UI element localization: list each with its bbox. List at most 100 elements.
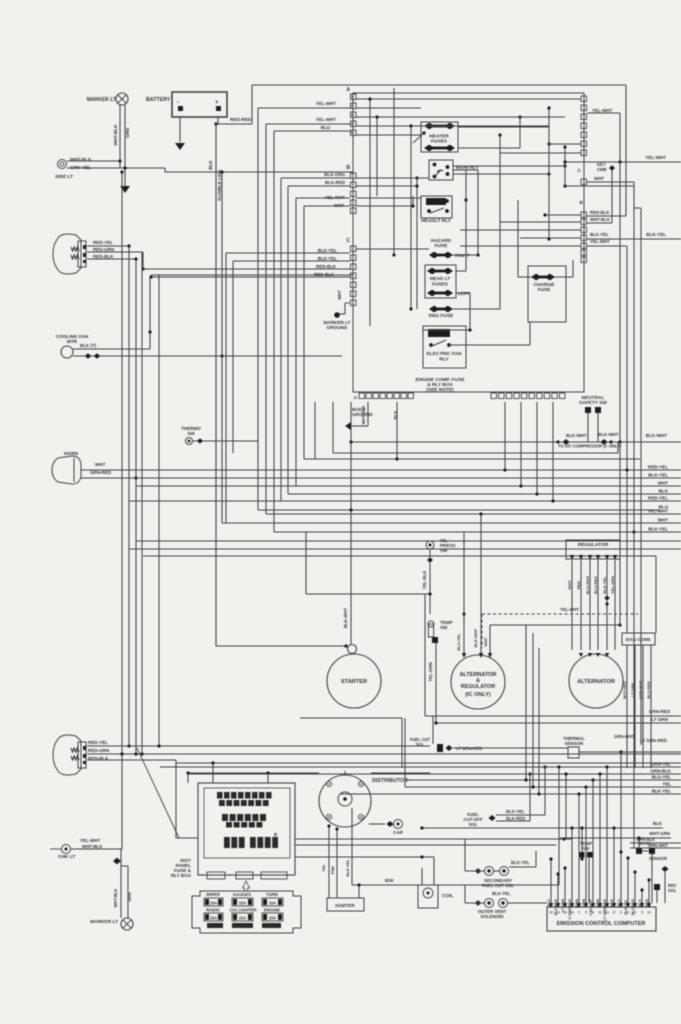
- svg-text:5: 5: [585, 911, 587, 915]
- svg-text:FUSE &: FUSE &: [174, 868, 192, 873]
- svg-text:RED: RED: [645, 899, 649, 907]
- svg-text:MARKER LT: MARKER LT: [87, 97, 117, 103]
- svg-text:WHT: WHT: [95, 462, 106, 467]
- svg-text:A: A: [346, 87, 350, 93]
- svg-text:14: 14: [605, 911, 609, 915]
- svg-text:OUTER VENT: OUTER VENT: [478, 909, 507, 914]
- svg-text:WHT: WHT: [483, 637, 488, 647]
- svg-text:RED: RED: [576, 581, 581, 589]
- svg-text:RED-RED: RED-RED: [230, 117, 252, 122]
- svg-text:B: B: [274, 832, 277, 837]
- svg-text:YEL-WHT: YEL-WHT: [560, 607, 580, 612]
- svg-text:RED: RED: [610, 899, 614, 907]
- svg-text:TO A/C COMPRESSOR (C ONLY): TO A/C COMPRESSOR (C ONLY): [558, 444, 622, 449]
- svg-text:BRN-WHT: BRN-WHT: [649, 843, 669, 848]
- svg-text:RED-BLK: RED-BLK: [590, 210, 610, 215]
- svg-text:BLK-WHT: BLK-WHT: [566, 433, 587, 438]
- svg-text:YEL-WHT: YEL-WHT: [590, 239, 610, 244]
- svg-text:BLK-ORG: BLK-ORG: [324, 172, 345, 177]
- svg-text:YEL-BLK: YEL-BLK: [422, 570, 427, 590]
- svg-text:YEL: YEL: [321, 864, 326, 872]
- svg-text:GRN-BLK: GRN-BLK: [651, 769, 672, 774]
- svg-text:COOLING FAN: COOLING FAN: [56, 334, 89, 339]
- svg-text:BRN: BRN: [596, 899, 600, 907]
- svg-text:BLK-YEL: BLK-YEL: [345, 859, 350, 877]
- svg-text:GRN-WHT: GRN-WHT: [614, 734, 635, 739]
- svg-text:BLK-RED: BLK-RED: [325, 180, 346, 185]
- svg-text:BLK-YEL: BLK-YEL: [646, 232, 666, 237]
- svg-text:BATTERY: BATTERY: [146, 97, 171, 103]
- svg-text:HEATER: HEATER: [429, 134, 449, 140]
- svg-text:YEL-GRN: YEL-GRN: [428, 662, 433, 681]
- svg-text:(IC ONLY): (IC ONLY): [465, 692, 491, 698]
- svg-text:CUT-OFF: CUT-OFF: [463, 817, 483, 822]
- svg-text:&: &: [476, 678, 480, 684]
- svg-text:C GRN-RED: C GRN-RED: [568, 899, 572, 920]
- svg-text:BLU-YEL: BLU-YEL: [652, 775, 672, 780]
- svg-text:BLU: BLU: [321, 125, 330, 130]
- svg-text:B: B: [346, 165, 350, 171]
- svg-text:FUEL: FUEL: [467, 812, 479, 817]
- svg-text:5: 5: [351, 131, 354, 135]
- svg-text:WHT-BLK: WHT-BLK: [70, 157, 92, 162]
- svg-text:YEL-WHT: YEL-WHT: [645, 155, 666, 160]
- svg-text:B: B: [580, 200, 584, 206]
- svg-text:WHT: WHT: [658, 481, 669, 486]
- svg-text:RED-BLK: RED-BLK: [93, 254, 114, 259]
- svg-text:BLU-RED: BLU-RED: [593, 576, 598, 594]
- svg-text:WHT-BLK: WHT-BLK: [590, 217, 611, 222]
- svg-text:TURN: TURN: [266, 892, 278, 897]
- svg-text:EMISSION CONTROL COMPUTER: EMISSION CONTROL COMPUTER: [557, 921, 646, 927]
- svg-text:YEL-WHT: YEL-WHT: [316, 101, 337, 106]
- svg-text:IGNITER: IGNITER: [335, 903, 355, 909]
- svg-text:B/W: B/W: [385, 878, 394, 883]
- svg-text:GRN: GRN: [582, 899, 586, 907]
- svg-text:RED-GRN: RED-GRN: [88, 748, 109, 753]
- svg-text:CAV-WHT: CAV-WHT: [589, 898, 593, 915]
- svg-text:BLK-YEL: BLK-YEL: [648, 527, 668, 532]
- svg-text:YEL-GRN: YEL-GRN: [610, 576, 615, 594]
- svg-text:REGULATOR: REGULATOR: [578, 542, 609, 548]
- svg-text:10: 10: [549, 911, 553, 915]
- svg-text:BLK-YEL: BLK-YEL: [648, 473, 668, 478]
- svg-text:PRESS: PRESS: [440, 543, 455, 548]
- svg-text:GRN: GRN: [125, 128, 130, 138]
- svg-text:ALTERNATOR: ALTERNATOR: [459, 672, 496, 678]
- svg-text:15A: 15A: [239, 901, 247, 906]
- svg-text:PNK: PNK: [330, 866, 335, 874]
- svg-text:13: 13: [556, 911, 560, 915]
- svg-text:FUSES: FUSES: [431, 139, 448, 145]
- svg-text:BLU-WHT: BLU-WHT: [585, 575, 590, 594]
- svg-text:4: 4: [351, 122, 354, 126]
- svg-text:WHT-BLK: WHT-BLK: [113, 889, 118, 908]
- svg-text:GAUGES: GAUGES: [233, 892, 251, 897]
- svg-text:BLK-YEL: BLK-YEL: [624, 898, 628, 914]
- svg-text:& RLY BOX: & RLY BOX: [427, 382, 453, 388]
- svg-text:16: 16: [563, 911, 567, 915]
- svg-text:BRN: BRN: [575, 899, 579, 907]
- svg-text:LT GRN-RED: LT GRN-RED: [603, 899, 607, 921]
- svg-text:RLY: RLY: [439, 357, 449, 363]
- svg-text:BODY: BODY: [352, 407, 366, 412]
- svg-text:BLK-WHT: BLK-WHT: [473, 628, 478, 647]
- svg-text:ENGINE: ENGINE: [264, 908, 280, 913]
- svg-text:15A: 15A: [269, 901, 277, 906]
- svg-text:17: 17: [612, 911, 616, 915]
- svg-text:3: 3: [627, 911, 629, 915]
- svg-text:BLU: BLU: [659, 505, 668, 510]
- svg-text:BLK-YEL: BLK-YEL: [506, 809, 525, 814]
- svg-text:WHT: WHT: [658, 518, 669, 523]
- svg-text:SOL: SOL: [468, 822, 477, 827]
- svg-text:6: 6: [634, 911, 636, 915]
- svg-text:1: 1: [351, 95, 354, 99]
- svg-text:TEMP: TEMP: [440, 620, 453, 625]
- svg-text:RED-YEL: RED-YEL: [648, 496, 668, 501]
- svg-text:12: 12: [647, 911, 651, 915]
- svg-text:SAFETY SW: SAFETY SW: [579, 400, 607, 406]
- svg-text:LT GRN-RED: LT GRN-RED: [640, 738, 668, 743]
- svg-text:FUSIBLE LINK: FUSIBLE LINK: [217, 169, 222, 201]
- svg-text:RLY BOX: RLY BOX: [171, 873, 192, 878]
- svg-text:KEY: KEY: [597, 162, 606, 167]
- svg-text:RED-YEL: RED-YEL: [88, 740, 108, 745]
- svg-text:+: +: [215, 100, 219, 106]
